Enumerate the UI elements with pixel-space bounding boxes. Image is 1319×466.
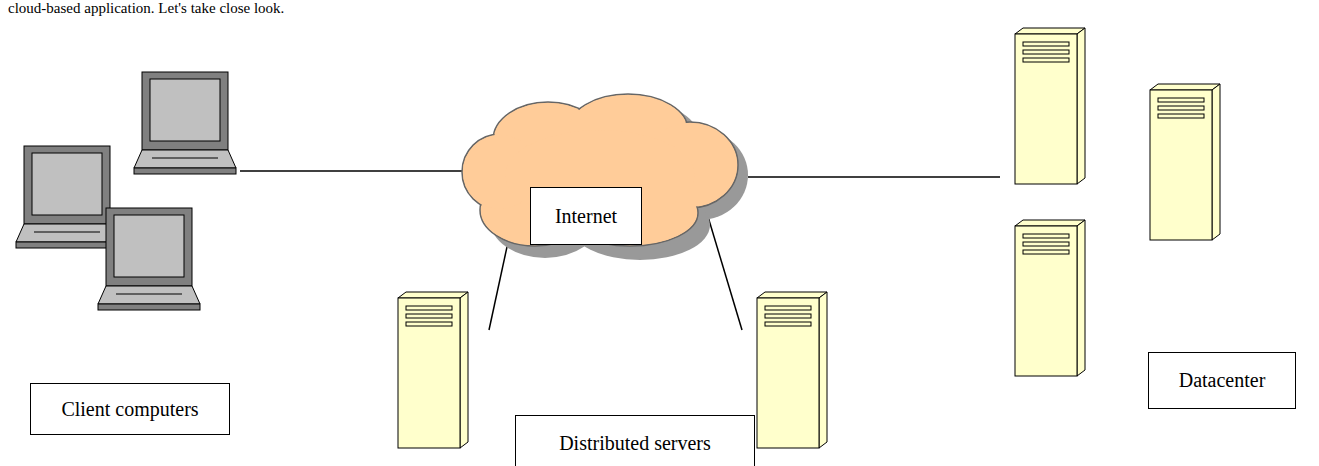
node-text: Internet	[555, 205, 617, 228]
network-line	[240, 171, 1000, 330]
internet-cloud	[462, 94, 738, 246]
servers-label-box: Distributed servers	[515, 415, 755, 466]
node-text: Datacenter	[1179, 369, 1266, 392]
datacenter-label-box: Datacenter	[1148, 352, 1296, 409]
clients-label-box: Client computers	[30, 383, 230, 435]
node-text: Distributed servers	[559, 432, 711, 455]
node-text: Client computers	[61, 398, 198, 421]
caption-text: cloud-based application. Let's take clos…	[8, 0, 284, 17]
internet-label-box: Internet	[530, 187, 642, 245]
